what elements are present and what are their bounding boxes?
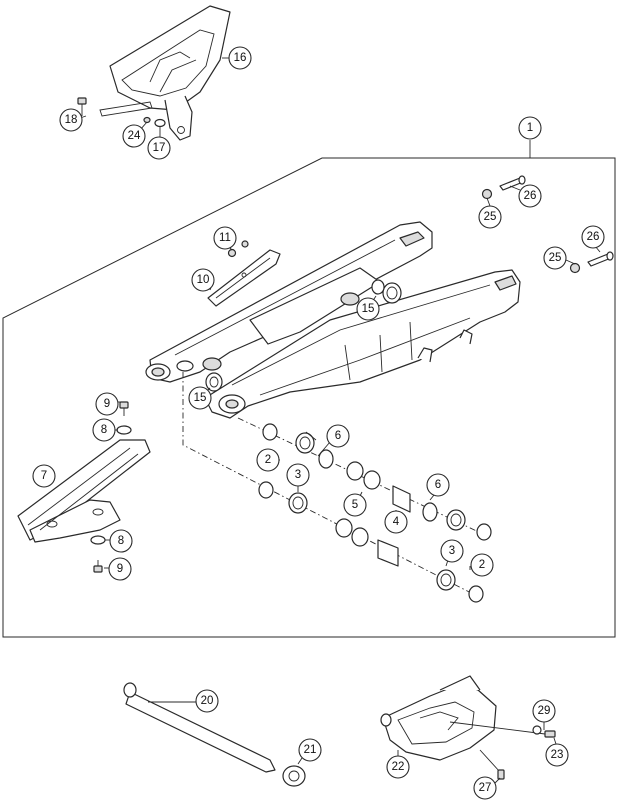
callout-6: 6	[426, 473, 450, 497]
screw-part	[544, 730, 556, 738]
assembly-axis-line	[182, 372, 476, 596]
rubber-plug-part	[205, 372, 223, 392]
svg-text:9: 9	[117, 563, 123, 575]
callout-25: 25	[478, 205, 502, 229]
svg-text:8: 8	[118, 535, 124, 547]
chain-guard-part	[99, 5, 231, 141]
svg-text:5: 5	[352, 499, 358, 511]
callout-9: 9	[95, 392, 119, 416]
svg-text:18: 18	[65, 114, 78, 126]
svg-text:10: 10	[197, 274, 210, 286]
swingarm-part	[145, 221, 521, 419]
nut-part	[481, 188, 493, 200]
screw-part	[93, 560, 103, 573]
svg-text:3: 3	[449, 545, 455, 557]
nut-part	[569, 262, 581, 274]
callout-7: 7	[32, 464, 56, 488]
callout-25: 25	[543, 246, 567, 270]
callout-18: 18	[59, 108, 83, 132]
bolt-part	[499, 175, 526, 191]
nut-part	[227, 240, 249, 258]
washer-part	[116, 425, 132, 435]
svg-text:24: 24	[128, 130, 141, 142]
pivot-shaft-part	[123, 682, 276, 773]
callout-10: 10	[191, 268, 215, 292]
svg-text:2: 2	[479, 559, 485, 571]
svg-text:25: 25	[549, 252, 562, 264]
svg-text:15: 15	[362, 303, 375, 315]
svg-text:9: 9	[104, 398, 110, 410]
callout-8: 8	[92, 418, 116, 442]
pivot-nut-part	[282, 765, 306, 787]
callout-9: 9	[108, 557, 132, 581]
callout-3: 3	[440, 539, 464, 563]
callout-15: 15	[188, 386, 212, 410]
chain-guide-part	[380, 675, 497, 761]
svg-text:22: 22	[392, 761, 405, 773]
callout-23: 23	[545, 743, 569, 767]
svg-text:8: 8	[101, 424, 107, 436]
callout-21: 21	[298, 738, 322, 762]
bearing-stack-upper	[262, 423, 492, 541]
callout-4: 4	[384, 510, 408, 534]
rubber-plug-part	[371, 279, 402, 304]
svg-text:29: 29	[538, 705, 551, 717]
svg-text:11: 11	[219, 232, 231, 244]
bearing-stack-lower	[258, 481, 484, 603]
callout-15: 15	[356, 297, 380, 321]
callout-2: 2	[470, 553, 494, 577]
callout-3: 3	[286, 463, 310, 487]
chain-slider-part	[17, 439, 151, 543]
svg-text:20: 20	[201, 695, 214, 707]
screw-part	[497, 769, 505, 780]
callout-6: 6	[326, 424, 350, 448]
svg-text:15: 15	[194, 392, 207, 404]
callout-17: 17	[147, 136, 171, 160]
callout-1: 1	[518, 116, 542, 140]
svg-text:6: 6	[435, 479, 441, 491]
callout-29: 29	[532, 699, 556, 723]
chain-slider-top-part	[207, 249, 281, 307]
svg-text:25: 25	[484, 211, 497, 223]
screw-part	[119, 401, 129, 416]
svg-text:3: 3	[295, 469, 301, 481]
callout-2: 2	[256, 448, 280, 472]
svg-text:1: 1	[527, 122, 533, 134]
callout-22: 22	[386, 755, 410, 779]
svg-text:23: 23	[551, 749, 564, 761]
washer-part	[532, 725, 542, 735]
svg-text:16: 16	[234, 52, 247, 64]
svg-text:6: 6	[335, 430, 341, 442]
washer-part	[90, 535, 106, 545]
callout-26: 26	[518, 184, 542, 208]
svg-text:26: 26	[524, 190, 537, 202]
callout-24: 24	[122, 124, 146, 148]
svg-text:2: 2	[265, 454, 271, 466]
callout-26: 26	[581, 225, 605, 249]
callout-27: 27	[473, 776, 497, 800]
callout-20: 20	[195, 689, 219, 713]
callout-5: 5	[343, 493, 367, 517]
callout-11: 11	[213, 226, 237, 250]
svg-text:21: 21	[304, 744, 317, 756]
bolt-part	[587, 251, 614, 267]
svg-text:27: 27	[479, 782, 492, 794]
svg-text:26: 26	[587, 231, 600, 243]
screw-part	[77, 97, 87, 112]
swingarm-assembly-frame	[2, 157, 616, 638]
callout-8: 8	[109, 529, 133, 553]
washer-part	[143, 116, 166, 128]
leader-lines	[79, 57, 601, 785]
svg-text:7: 7	[41, 470, 47, 482]
svg-text:17: 17	[153, 142, 166, 154]
svg-text:4: 4	[393, 516, 400, 528]
callout-16: 16	[228, 46, 252, 70]
